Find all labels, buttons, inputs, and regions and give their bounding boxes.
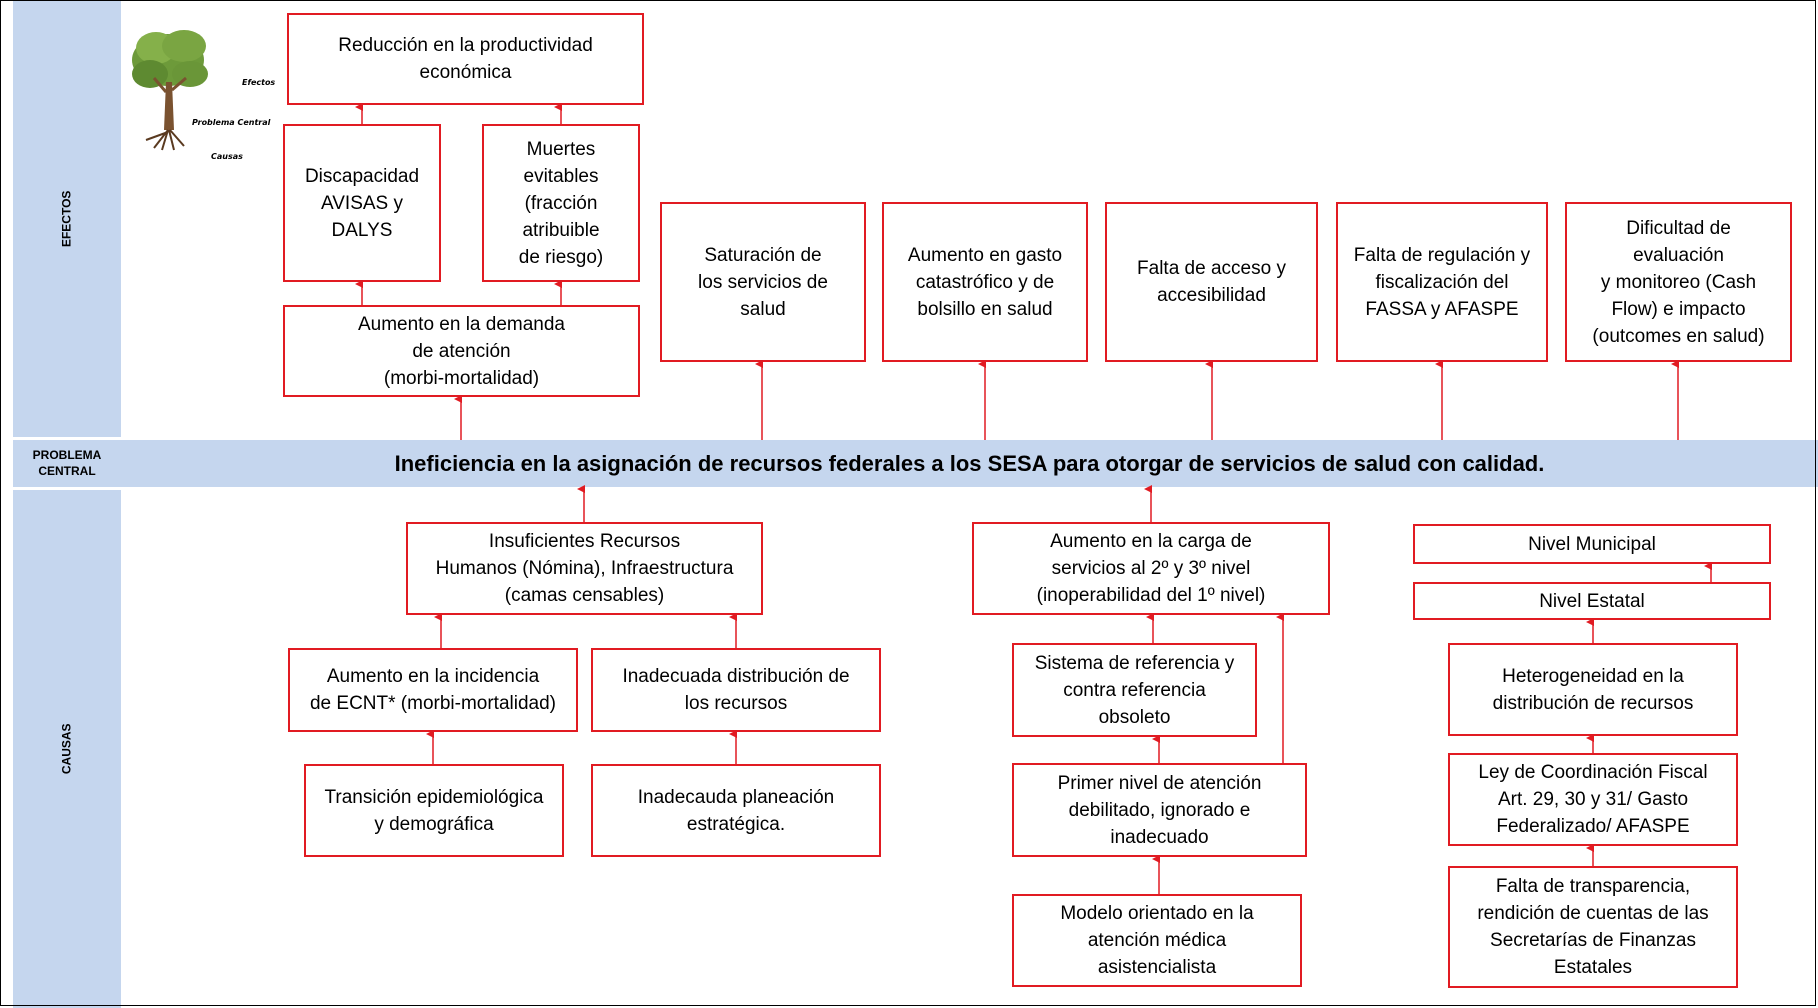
problema-band — [13, 440, 121, 487]
cause-falta-transparencia: Falta de transparencia, rendición de cue… — [1448, 866, 1738, 988]
efectos-label: EFECTOS — [59, 190, 74, 247]
effect-falta-regulacion: Falta de regulación y fiscalización del … — [1336, 202, 1548, 362]
cause-heterogeneidad: Heterogeneidad en la distribución de rec… — [1448, 643, 1738, 736]
problema-label: PROBLEMA CENTRAL — [32, 447, 102, 478]
cause-modelo-asistencialista: Modelo orientado en la atención médica a… — [1012, 894, 1302, 987]
effect-gasto-catastrofico: Aumento en gasto catastrófico y de bolsi… — [882, 202, 1088, 362]
effect-reduccion-productividad: Reducción en la productividad económica — [287, 13, 644, 105]
tree-label-problema: Problema Central — [192, 118, 271, 127]
cause-ley-coordinacion: Ley de Coordinación Fiscal Art. 29, 30 y… — [1448, 753, 1738, 846]
efectos-band — [13, 0, 121, 437]
effect-discapacidad: Discapacidad AVISAS y DALYS — [283, 124, 441, 282]
causas-label-wrap: CAUSAS — [13, 490, 121, 1008]
effect-muertes-evitables: Muertes evitables (fracción atribuible d… — [482, 124, 640, 282]
cause-inadecuada-planeacion: Inadecauda planeación estratégica. — [591, 764, 881, 857]
central-problem-text: Ineficiencia en la asignación de recurso… — [394, 450, 1545, 476]
effect-falta-acceso: Falta de acceso y accesibilidad — [1105, 202, 1318, 362]
cause-nivel-municipal: Nivel Municipal — [1413, 524, 1771, 564]
cause-aumento-incidencia: Aumento en la incidencia de ECNT* (morbi… — [288, 648, 578, 732]
effect-dificultad-evaluacion: Dificultad de evaluación y monitoreo (Ca… — [1565, 202, 1792, 362]
cause-sistema-referencia: Sistema de referencia y contra referenci… — [1012, 643, 1257, 737]
cause-inadecuada-distribucion: Inadecuada distribución de los recursos — [591, 648, 881, 732]
tree-illustration: Efectos Problema Central Causas — [126, 22, 286, 164]
central-problem-band — [121, 440, 1818, 487]
cause-transicion-epidemiologica: Transición epidemiológica y demográfica — [304, 764, 564, 857]
cause-nivel-estatal: Nivel Estatal — [1413, 582, 1771, 620]
efectos-label-wrap: EFECTOS — [13, 0, 121, 437]
effect-saturacion: Saturación de los servicios de salud — [660, 202, 866, 362]
tree-label-causas: Causas — [211, 152, 243, 161]
causas-band — [13, 490, 121, 1008]
cause-aumento-carga: Aumento en la carga de servicios al 2º y… — [972, 522, 1330, 615]
causas-label: CAUSAS — [59, 723, 74, 775]
tree-icon — [132, 30, 208, 151]
cause-insuficientes-recursos: Insuficientes Recursos Humanos (Nómina),… — [406, 522, 763, 615]
cause-primer-nivel: Primer nivel de atención debilitado, ign… — [1012, 763, 1307, 857]
effect-aumento-demanda: Aumento en la demanda de atención (morbi… — [283, 305, 640, 397]
tree-label-efectos: Efectos — [242, 78, 276, 87]
